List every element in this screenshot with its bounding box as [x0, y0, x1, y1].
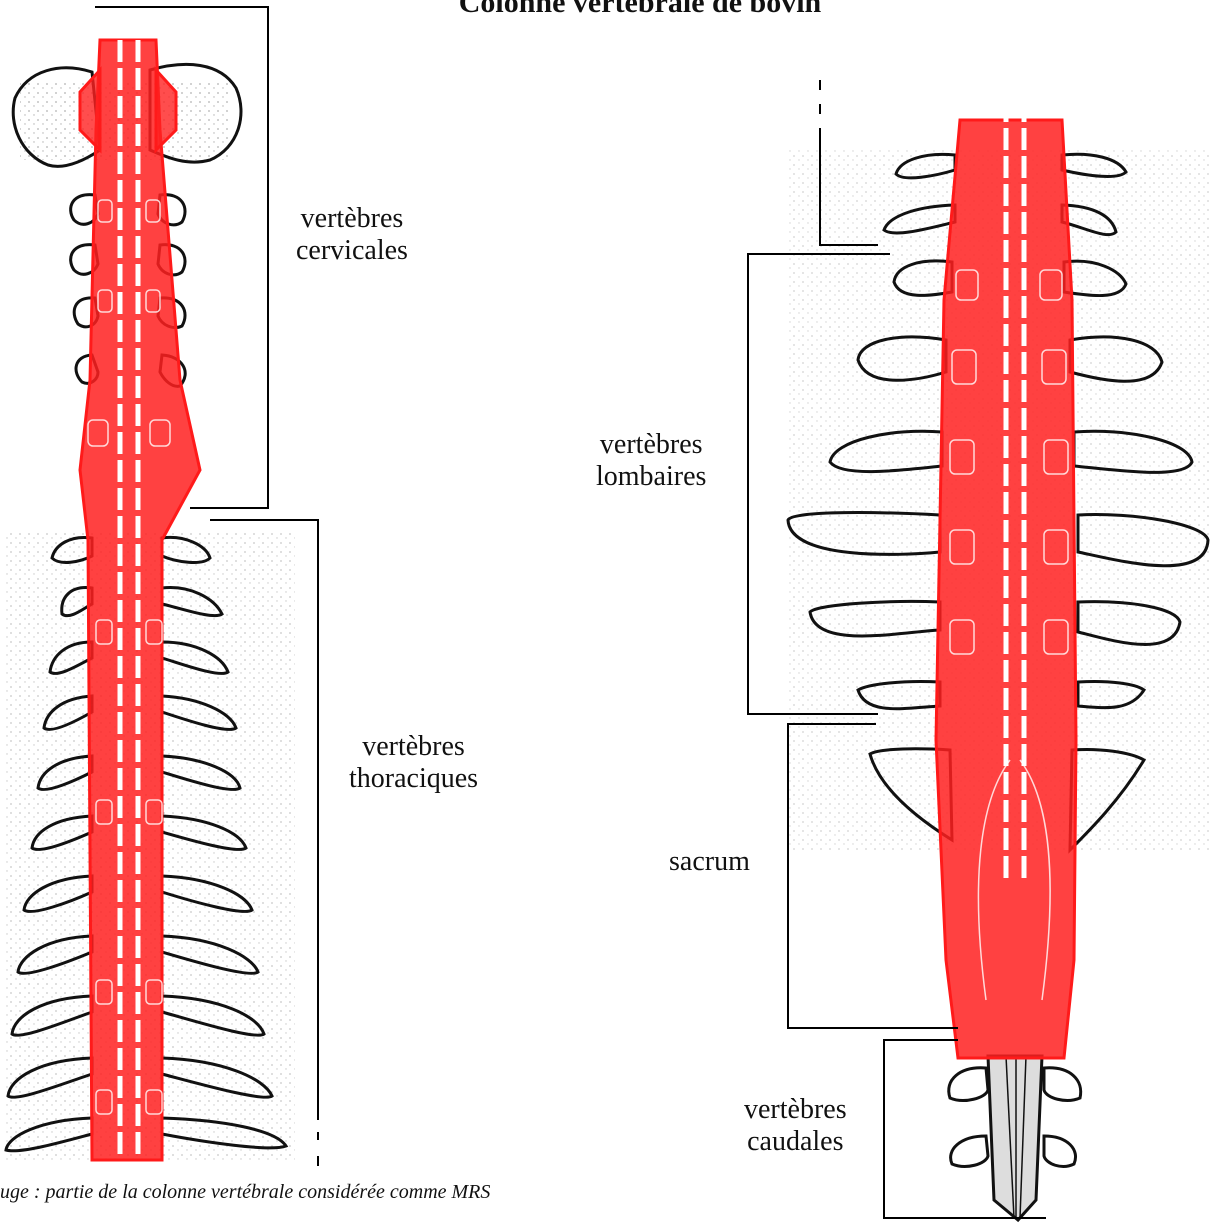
- figure-caption: ouge : partie de la colonne vertébrale c…: [0, 1181, 490, 1204]
- label-thoracic: vertèbres thoraciques: [349, 731, 478, 795]
- label-thoracic-line1: vertèbres: [349, 731, 478, 763]
- label-cervical: vertèbres cervicales: [296, 203, 408, 267]
- left-spine: [5, 7, 318, 1166]
- label-lumbar-line2: lombaires: [596, 461, 706, 493]
- label-lumbar-line1: vertèbres: [596, 429, 706, 461]
- label-caudal-line1: vertèbres: [744, 1094, 847, 1126]
- label-lumbar: vertèbres lombaires: [596, 429, 706, 493]
- label-sacrum: sacrum: [669, 846, 750, 878]
- label-cervical-line2: cervicales: [296, 235, 408, 267]
- label-caudal: vertèbres caudales: [744, 1094, 847, 1158]
- right-spine: [748, 80, 1210, 1220]
- label-thoracic-line2: thoraciques: [349, 763, 478, 795]
- caudal-vertebrae: [949, 1056, 1081, 1220]
- label-cervical-line1: vertèbres: [296, 203, 408, 235]
- label-caudal-line2: caudales: [744, 1126, 847, 1158]
